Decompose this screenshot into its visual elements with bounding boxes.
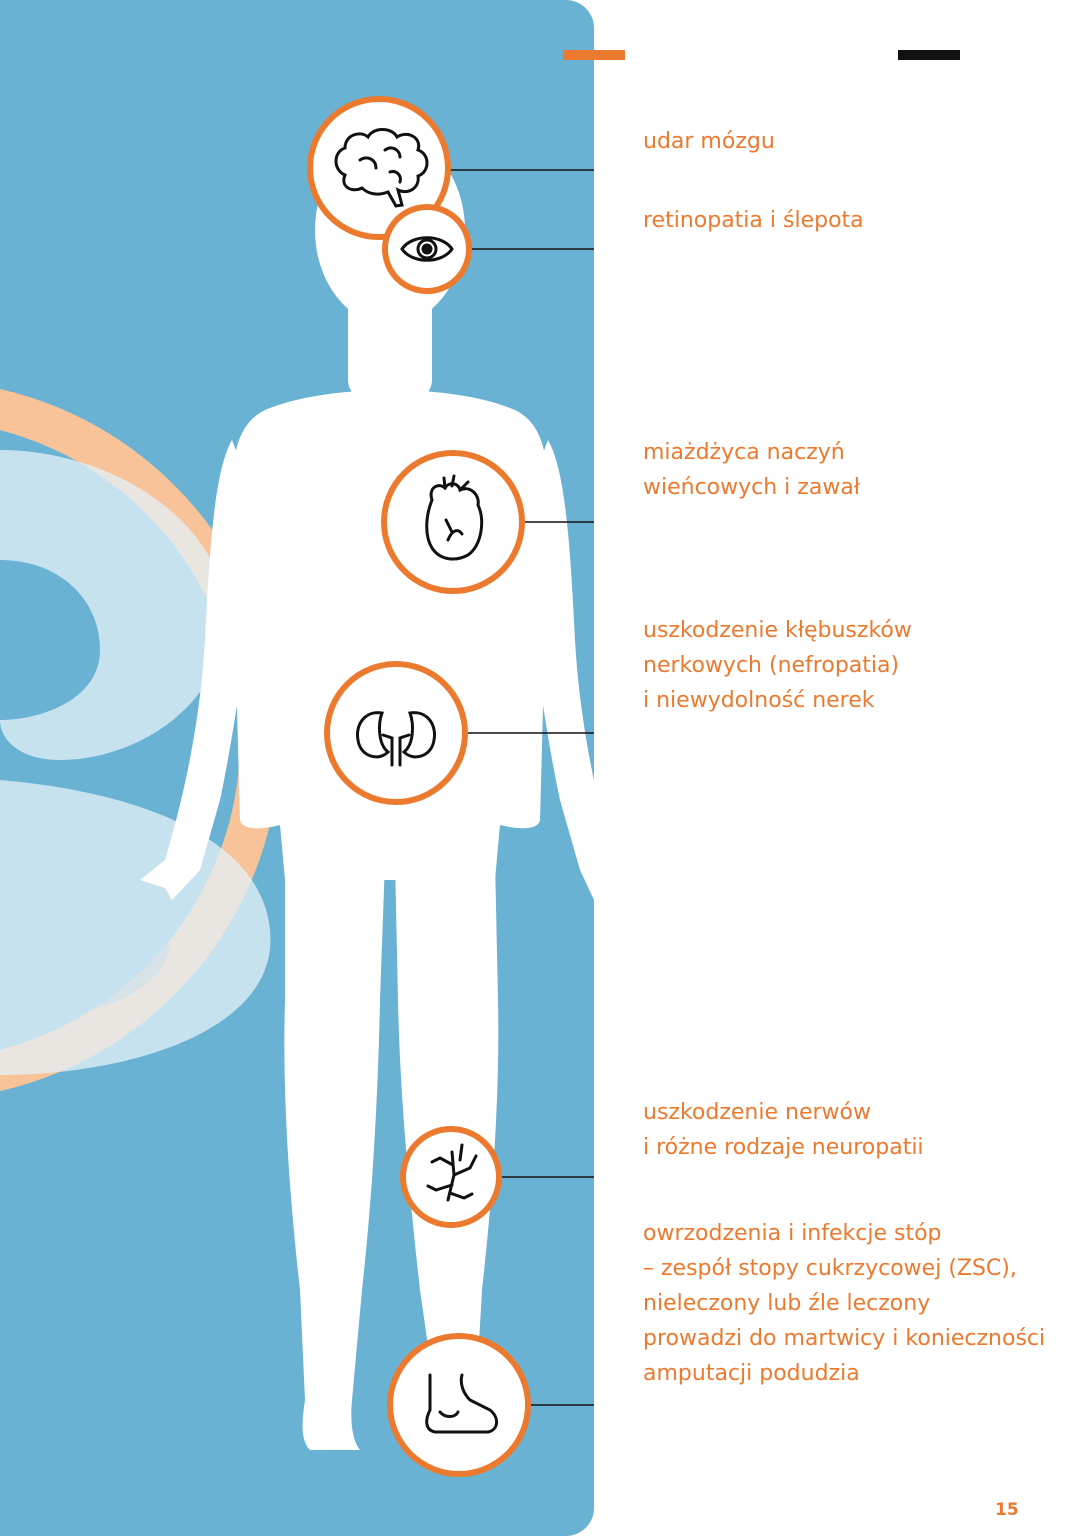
- brain-icon: [334, 128, 429, 208]
- black-header-bar: [898, 50, 960, 60]
- foot-icon-circle: [387, 1333, 531, 1477]
- eye-icon: [400, 236, 454, 262]
- page-number: 15: [995, 1500, 1019, 1520]
- brain-icon-circle: [307, 96, 451, 240]
- brain-label: udar mózgu: [643, 129, 775, 154]
- kidneys-label: uszkodzenie kłębuszków nerkowych (nefrop…: [643, 618, 912, 713]
- kidneys-icon-circle: [324, 661, 468, 805]
- eye-icon-circle: [382, 204, 472, 294]
- blue-background-panel: [0, 0, 594, 1536]
- heart-icon: [425, 474, 484, 561]
- foot-icon: [425, 1373, 498, 1434]
- nerves-label: uszkodzenie nerwów i różne rodzaje neuro…: [643, 1100, 924, 1160]
- sugar-texture: [0, 450, 271, 1075]
- heart-icon-circle: [381, 450, 525, 594]
- orange-header-bar: [563, 50, 625, 60]
- eye-label: retinopatia i ślepota: [643, 208, 864, 233]
- kidneys-icon: [355, 711, 437, 767]
- foot-label: owrzodzenia i infekcje stóp – zespół sto…: [643, 1221, 1046, 1386]
- heart-label: miażdżyca naczyń wieńcowych i zawał: [643, 440, 861, 500]
- body-illustration: [0, 96, 594, 1477]
- nerves-icon-circle: [400, 1126, 502, 1228]
- nerves-icon: [426, 1143, 478, 1202]
